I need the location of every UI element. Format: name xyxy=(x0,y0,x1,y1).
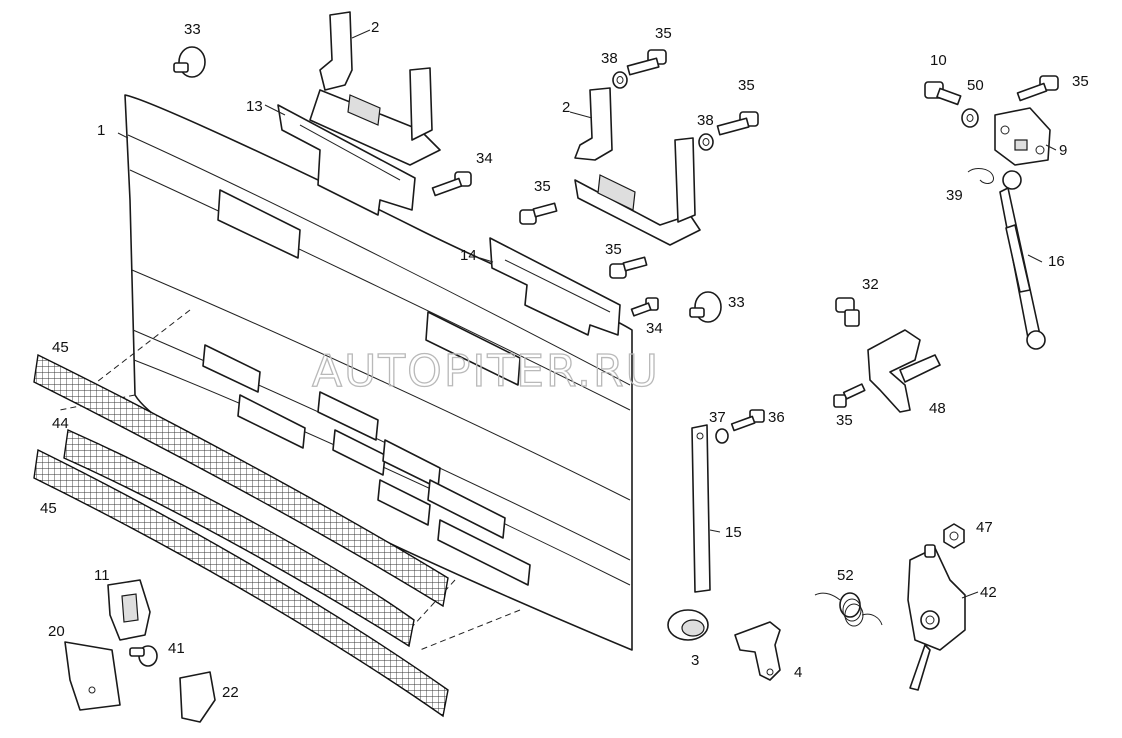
callout-33: 33 xyxy=(184,21,201,38)
bushing-3 xyxy=(667,609,709,641)
washer-38-b xyxy=(698,133,714,151)
bracket-48 xyxy=(867,329,941,413)
callout-10: 10 xyxy=(930,52,947,69)
bolt-35-f xyxy=(833,383,866,408)
bolt-35-a xyxy=(626,49,667,76)
callout-2: 2 xyxy=(371,19,379,36)
callout-38: 38 xyxy=(601,50,618,67)
callout-45: 45 xyxy=(40,500,57,517)
clip-33-b xyxy=(689,291,722,323)
spring-clip-39 xyxy=(967,168,994,184)
upper-bracket-right xyxy=(574,87,701,246)
bracket-20 xyxy=(64,641,121,711)
callout-20: 20 xyxy=(48,623,65,640)
leader-lines xyxy=(117,29,1057,599)
washer-50 xyxy=(961,108,979,128)
callout-1: 1 xyxy=(97,122,105,139)
callout-34: 34 xyxy=(476,150,493,167)
bolt-35-c xyxy=(519,202,558,225)
lever-4 xyxy=(734,621,781,681)
callout-33: 33 xyxy=(728,294,745,311)
washer-38-a xyxy=(612,71,628,89)
rod-15 xyxy=(691,424,711,593)
bracket-13 xyxy=(277,104,416,216)
mesh-strip-upper xyxy=(33,353,449,608)
hinge-plate-9 xyxy=(994,107,1051,166)
callout-45: 45 xyxy=(52,339,69,356)
callout-52: 52 xyxy=(837,567,854,584)
callout-15: 15 xyxy=(725,524,742,541)
callout-34: 34 xyxy=(646,320,663,337)
callout-3: 3 xyxy=(691,652,699,669)
clip-33-a xyxy=(173,46,206,78)
bolt-32 xyxy=(835,297,860,327)
cover-22 xyxy=(179,671,216,723)
bolt-35-b xyxy=(716,111,759,136)
bolt-10 xyxy=(924,81,962,106)
callout-16: 16 xyxy=(1048,253,1065,270)
bolt-34-a xyxy=(431,171,472,197)
callout-32: 32 xyxy=(862,276,879,293)
bracket-14 xyxy=(489,237,621,336)
watermark: AUTOPITER.RU xyxy=(312,346,660,397)
callout-35: 35 xyxy=(534,178,551,195)
gas-strut-16 xyxy=(999,170,1046,350)
pin-41 xyxy=(129,645,158,667)
callout-35: 35 xyxy=(655,25,672,42)
callout-9: 9 xyxy=(1059,142,1067,159)
callout-35: 35 xyxy=(738,77,755,94)
bolt-34-b xyxy=(630,297,659,317)
callout-38: 38 xyxy=(697,112,714,129)
washer-37 xyxy=(715,428,729,444)
callout-37: 37 xyxy=(709,409,726,426)
callout-35: 35 xyxy=(605,241,622,258)
mesh-strip-lower xyxy=(33,448,449,718)
callout-4: 4 xyxy=(794,664,802,681)
callout-35: 35 xyxy=(836,412,853,429)
clip-11 xyxy=(107,579,151,641)
bolt-36 xyxy=(730,409,765,432)
callout-2: 2 xyxy=(562,99,570,116)
callout-48: 48 xyxy=(929,400,946,417)
callout-50: 50 xyxy=(967,77,984,94)
callout-36: 36 xyxy=(768,409,785,426)
callout-47: 47 xyxy=(976,519,993,536)
callout-39: 39 xyxy=(946,187,963,204)
nut-47 xyxy=(943,523,965,549)
callout-11: 11 xyxy=(94,567,110,584)
spring-52 xyxy=(814,592,883,627)
callout-42: 42 xyxy=(980,584,997,601)
callout-41: 41 xyxy=(168,640,185,657)
bolt-35-d xyxy=(609,256,648,279)
latch-42 xyxy=(907,544,966,691)
upper-bracket-left xyxy=(309,11,441,166)
bolt-35-e xyxy=(1016,75,1059,102)
mesh-strip-middle xyxy=(63,428,415,648)
callout-13: 13 xyxy=(246,98,263,115)
callout-35: 35 xyxy=(1072,73,1089,90)
callout-14: 14 xyxy=(460,247,477,264)
callout-44: 44 xyxy=(52,415,69,432)
callout-labels: 1 2 2 3 4 9 10 11 13 14 15 16 20 22 32 3… xyxy=(40,19,1089,701)
grille-panel xyxy=(59,94,633,651)
callout-22: 22 xyxy=(222,684,239,701)
